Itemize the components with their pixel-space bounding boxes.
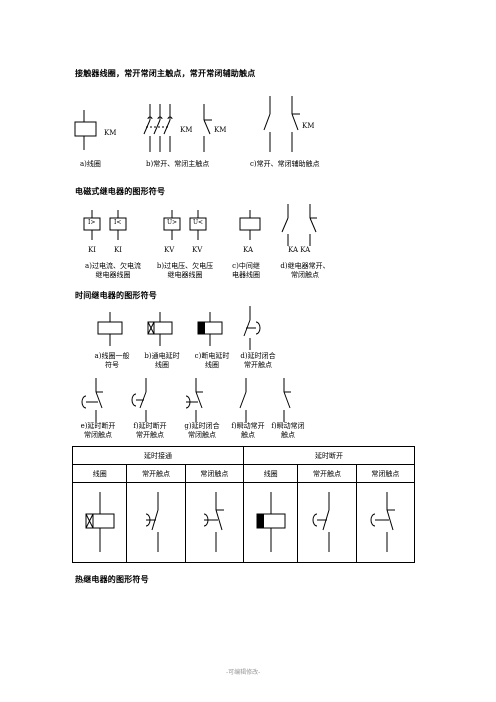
contactor-cap-a: a)线圈 bbox=[80, 160, 101, 168]
em-label-kv-1: KV bbox=[164, 246, 175, 254]
em-cap-d: d)继电器常开、常闭触点 bbox=[280, 262, 330, 279]
time-cap-h: f)瞬动常开触点 bbox=[231, 422, 265, 439]
em-box-2: I< bbox=[114, 219, 122, 226]
table-cell-coil-2 bbox=[242, 482, 299, 563]
em-cap-b: b)过电压、欠电压继电器线圈 bbox=[156, 262, 214, 279]
time-relay-contacts-row-symbol bbox=[80, 378, 320, 422]
time-relay-d-contact-symbol bbox=[240, 306, 270, 350]
table-col-nc-2: 常闭触点 bbox=[355, 464, 416, 483]
time-cap-f: f)延时断开常开触点 bbox=[133, 422, 167, 439]
table-cell-nc-1 bbox=[184, 482, 244, 563]
contactor-aux-label: KM bbox=[302, 122, 315, 130]
time-relay-coils-symbol bbox=[96, 312, 296, 348]
table-group-on: 延时接通 bbox=[72, 446, 244, 465]
page-footer: -可编辑修改- bbox=[226, 669, 261, 676]
table-col-no-2: 常开触点 bbox=[297, 464, 357, 483]
contactor-main-label-1: KM bbox=[180, 126, 193, 134]
table-cell-coil-1 bbox=[71, 482, 128, 563]
table-nc-on-symbol bbox=[194, 492, 234, 552]
contactor-coil-label: KM bbox=[104, 129, 117, 137]
em-label-ka-ka: KA KA bbox=[288, 246, 311, 254]
time-cap-d: d)延时闭合常开触点 bbox=[240, 352, 276, 369]
em-box-3: U> bbox=[167, 219, 178, 226]
table-nc-off-symbol bbox=[365, 492, 405, 552]
em-label-kv-2: KV bbox=[192, 246, 203, 254]
table-col-nc-1: 常闭触点 bbox=[184, 464, 244, 483]
time-cap-c: c)断电延时线圈 bbox=[194, 352, 230, 369]
table-coil-off-symbol bbox=[251, 492, 291, 552]
heading-thermal: 热继电器的图形符号 bbox=[75, 575, 149, 584]
time-cap-b: b)通电延时线圈 bbox=[144, 352, 180, 369]
table-group-off: 延时断开 bbox=[242, 446, 416, 465]
table-coil-on-symbol bbox=[80, 492, 120, 552]
heading-contactor: 接触器线圈，常开常闭主触点，常开常闭辅助触点 bbox=[75, 69, 256, 78]
time-cap-a: a)线圈一般符号 bbox=[94, 352, 130, 369]
contactor-main-contacts-symbol bbox=[142, 104, 222, 156]
table-cell-no-1 bbox=[126, 482, 186, 563]
em-relay-contacts-symbol bbox=[280, 204, 330, 246]
em-label-ka: KA bbox=[243, 246, 254, 254]
table-cell-nc-2 bbox=[355, 482, 416, 563]
contactor-main-label-2: KM bbox=[214, 126, 227, 134]
contactor-cap-b: b)常开、常闭主触点 bbox=[146, 160, 210, 168]
time-relay-table: 延时接通 延时断开 线圈 常开触点 常闭触点 线圈 常开触点 常闭触点 bbox=[71, 446, 416, 563]
time-cap-i: f)瞬动常闭触点 bbox=[271, 422, 305, 439]
em-cap-a: a)过电流、欠电流继电器线圈 bbox=[85, 262, 141, 279]
em-label-ki-1: KI bbox=[88, 246, 96, 254]
contactor-coil-symbol bbox=[72, 110, 112, 150]
em-relay-coils-symbol bbox=[84, 210, 284, 244]
table-col-no-1: 常开触点 bbox=[126, 464, 186, 483]
contactor-aux-contacts-symbol bbox=[264, 96, 324, 152]
time-cap-e: e)延时断开常闭触点 bbox=[80, 422, 116, 439]
em-box-1: I> bbox=[88, 219, 96, 226]
em-cap-c: c)中间继电器线圈 bbox=[232, 262, 260, 279]
time-cap-g: g)延时闭合常闭触点 bbox=[184, 422, 220, 439]
heading-em-relay: 电磁式继电器的图形符号 bbox=[75, 187, 166, 196]
table-no-on-symbol bbox=[136, 492, 176, 552]
table-cell-no-2 bbox=[297, 482, 357, 563]
table-col-coil-2: 线圈 bbox=[242, 464, 299, 483]
em-box-4: U< bbox=[193, 219, 204, 226]
table-col-coil-1: 线圈 bbox=[71, 464, 128, 483]
em-label-ki-2: KI bbox=[114, 246, 122, 254]
table-no-off-symbol bbox=[307, 492, 347, 552]
heading-time-relay: 时间继电器的图形符号 bbox=[75, 291, 157, 300]
contactor-cap-c: c)常开、常闭辅助触点 bbox=[250, 160, 320, 168]
